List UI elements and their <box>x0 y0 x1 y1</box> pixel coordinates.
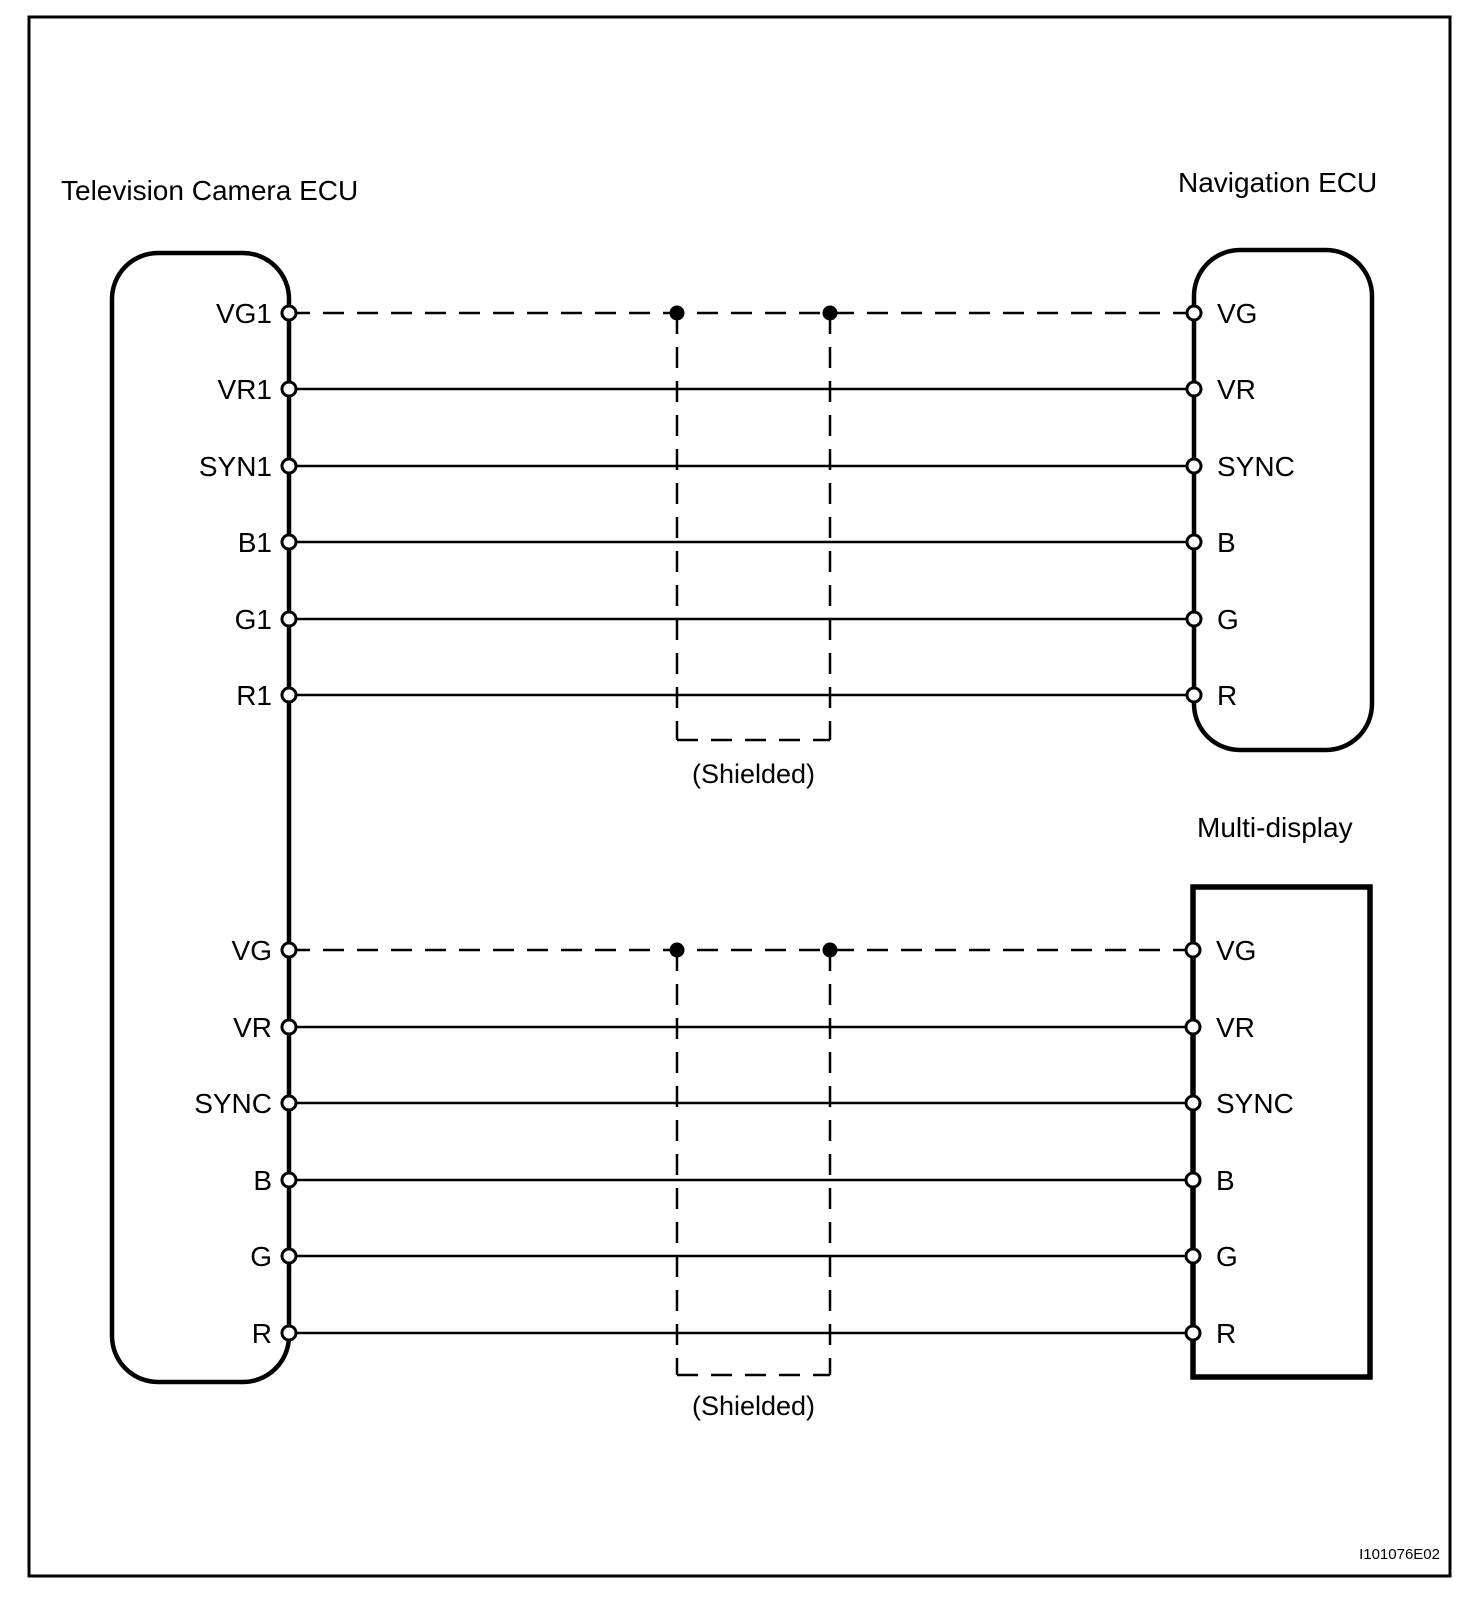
figure-id: I101076E02 <box>1359 1546 1440 1563</box>
pin-label-g-left-s2: G <box>250 1241 272 1272</box>
pin-label-vg-right-s2: VG <box>1216 935 1256 966</box>
pin-r1-left-s1 <box>280 686 298 704</box>
pin-label-sync-left-s2: SYNC <box>194 1088 272 1119</box>
pin-vr-right-s2 <box>1184 1018 1202 1036</box>
pin-syn1-left-s1 <box>280 457 298 475</box>
pin-label-g-right-s2: G <box>1216 1241 1238 1272</box>
pin-label-b-left-s2: B <box>253 1165 272 1196</box>
pin-sync-right-s2 <box>1184 1094 1202 1112</box>
pin-g-right-s2 <box>1184 1247 1202 1265</box>
shield-junction-dot-1-s2 <box>669 942 685 958</box>
pin-g-right-s1 <box>1185 610 1203 628</box>
pin-label-b-right-s1: B <box>1217 527 1236 558</box>
shield-junction-dot-1-s1 <box>669 305 685 321</box>
pin-b-right-s1 <box>1185 533 1203 551</box>
pin-b1-left-s1 <box>280 533 298 551</box>
pin-label-g-right-s1: G <box>1217 604 1239 635</box>
pin-label-vg-left-s2: VG <box>232 935 272 966</box>
pin-vg-right-s1 <box>1185 304 1203 322</box>
pin-vg-right-s2 <box>1184 941 1202 959</box>
shield-label-s2: (Shielded) <box>692 1391 815 1421</box>
pin-vr-right-s1 <box>1185 380 1203 398</box>
pin-label-r-left-s2: R <box>252 1318 272 1349</box>
pin-vg1-left-s1 <box>280 304 298 322</box>
pin-label-r-right-s1: R <box>1217 680 1237 711</box>
pin-label-vr1-left-s1: VR1 <box>218 374 272 405</box>
navigation-ecu-box <box>1191 247 1375 753</box>
pin-sync-right-s1 <box>1185 457 1203 475</box>
pin-g-left-s2 <box>280 1247 298 1265</box>
diagram-border <box>27 15 1452 1578</box>
pin-b-right-s2 <box>1184 1171 1202 1189</box>
pin-r-right-s2 <box>1184 1324 1202 1342</box>
pin-label-b1-left-s1: B1 <box>238 527 272 558</box>
pin-vr1-left-s1 <box>280 380 298 398</box>
pin-label-vr-left-s2: VR <box>233 1012 272 1043</box>
pin-label-b-right-s2: B <box>1216 1165 1235 1196</box>
pin-label-vg1-left-s1: VG1 <box>216 298 272 329</box>
pin-vr-left-s2 <box>280 1018 298 1036</box>
multi-display-title: Multi-display <box>1197 812 1353 843</box>
pin-label-r1-left-s1: R1 <box>236 680 272 711</box>
pin-label-vr-right-s1: VR <box>1217 374 1256 405</box>
pin-g1-left-s1 <box>280 610 298 628</box>
pin-r-right-s1 <box>1185 686 1203 704</box>
pin-label-vg-right-s1: VG <box>1217 298 1257 329</box>
tv-camera-ecu-box <box>109 250 292 1385</box>
pin-label-vr-right-s2: VR <box>1216 1012 1255 1043</box>
pin-vg-left-s2 <box>280 941 298 959</box>
shield-junction-dot-2-s2 <box>822 942 838 958</box>
multi-display-box <box>1190 884 1373 1380</box>
pin-label-sync-right-s2: SYNC <box>1216 1088 1294 1119</box>
pin-label-r-right-s2: R <box>1216 1318 1236 1349</box>
pin-b-left-s2 <box>280 1171 298 1189</box>
pin-label-g1-left-s1: G1 <box>235 604 272 635</box>
pin-r-left-s2 <box>280 1324 298 1342</box>
shield-junction-dot-2-s1 <box>822 305 838 321</box>
pin-label-syn1-left-s1: SYN1 <box>199 451 272 482</box>
pin-sync-left-s2 <box>280 1094 298 1112</box>
pin-label-sync-right-s1: SYNC <box>1217 451 1295 482</box>
shield-label-s1: (Shielded) <box>692 759 815 789</box>
tv-camera-ecu-title: Television Camera ECU <box>61 175 358 206</box>
navigation-ecu-title: Navigation ECU <box>1178 167 1377 198</box>
